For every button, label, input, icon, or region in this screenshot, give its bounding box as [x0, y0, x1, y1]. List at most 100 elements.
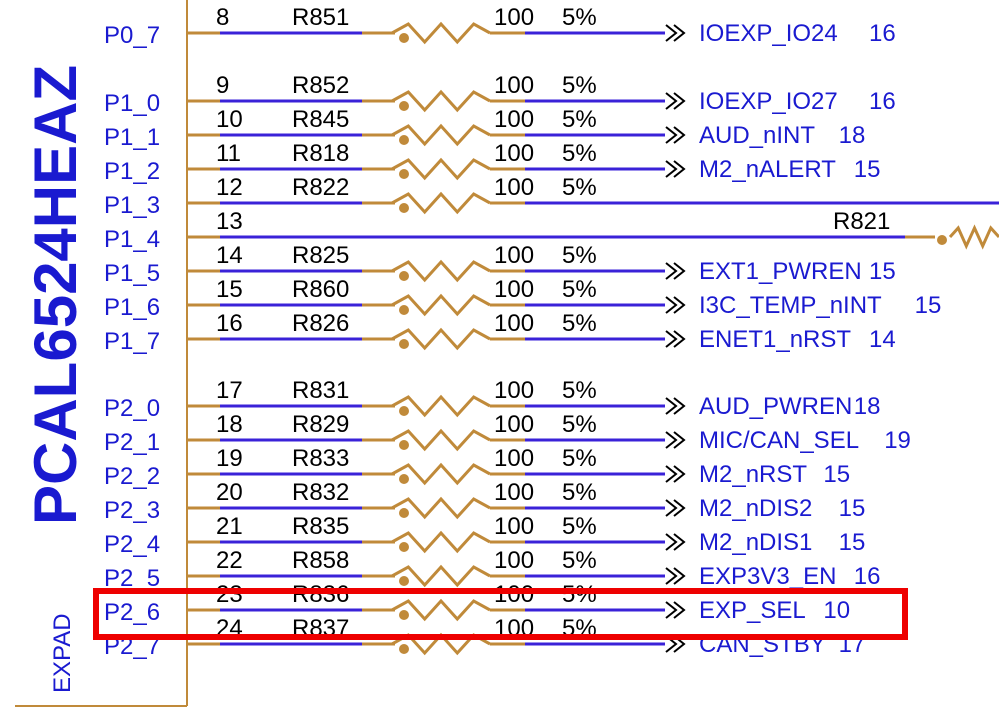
resistor-ref: R821 [833, 208, 890, 235]
resistor-value: 100 [494, 276, 534, 303]
off-page-connector [665, 262, 686, 280]
sheet-ref: 16 [869, 88, 896, 115]
resistor-tolerance: 5% [562, 411, 597, 438]
off-page-connector [665, 92, 686, 110]
sheet-ref: 15 [854, 156, 881, 183]
pin-number: 21 [216, 513, 243, 540]
resistor-symbol [948, 224, 999, 250]
resistor-tolerance: 5% [562, 106, 597, 133]
resistor-pin-dot [399, 339, 409, 349]
resistor-value: 100 [494, 310, 534, 337]
net-name: MIC/CAN_SEL [699, 427, 859, 454]
resistor-value: 100 [494, 513, 534, 540]
resistor-symbol [391, 89, 491, 113]
resistor-pin-dot [399, 542, 409, 552]
resistor-symbol [391, 598, 491, 622]
resistor-symbol [391, 496, 491, 520]
resistor-symbol [391, 530, 491, 554]
resistor-value: 100 [494, 547, 534, 574]
resistor-symbol [391, 462, 491, 486]
pin-number: 10 [216, 106, 243, 133]
net-name: AUD_nINT [699, 122, 815, 149]
net-name: EXP_SEL [699, 597, 806, 624]
resistor-tolerance: 5% [562, 276, 597, 303]
off-page-connector [665, 431, 686, 449]
resistor-value: 100 [494, 106, 534, 133]
resistor-ref: R852 [292, 72, 349, 99]
pin-label: P1_6 [104, 294, 160, 321]
pin-number: 22 [216, 547, 243, 574]
resistor-ref: R836 [292, 581, 349, 608]
sheet-ref: 15 [869, 258, 896, 285]
net-name: M2_nALERT [699, 156, 836, 183]
resistor-pin-dot [399, 101, 409, 111]
resistor-value: 100 [494, 174, 534, 201]
pin-label: P0_7 [104, 22, 160, 49]
net-name: M2_nDIS2 [699, 495, 812, 522]
net-name: IOEXP_IO24 [699, 20, 838, 47]
pin-number: 20 [216, 479, 243, 506]
resistor-symbol [391, 428, 491, 452]
pin-number: 15 [216, 276, 243, 303]
pin-number: 12 [216, 174, 243, 201]
resistor-tolerance: 5% [562, 581, 597, 608]
resistor-ref: R822 [292, 174, 349, 201]
pin-label: P2_6 [104, 599, 160, 626]
off-page-connector [665, 499, 686, 517]
pin-number: 19 [216, 445, 243, 472]
resistor-tolerance: 5% [562, 479, 597, 506]
pin-number: 9 [216, 72, 229, 99]
net-name: IOEXP_IO27 [699, 88, 838, 115]
resistor-tolerance: 5% [562, 4, 597, 31]
resistor-pin-dot [399, 271, 409, 281]
resistor-ref: R831 [292, 377, 349, 404]
resistor-pin-dot [399, 203, 409, 213]
resistor-pin-dot [399, 576, 409, 586]
pin-label: P1_2 [104, 158, 160, 185]
resistor-ref: R826 [292, 310, 349, 337]
resistor-tolerance: 5% [562, 547, 597, 574]
pin-number: 11 [216, 140, 241, 167]
resistor-symbol [391, 293, 491, 317]
off-page-connector [665, 296, 686, 314]
off-page-connector [665, 160, 686, 178]
resistor-pin-dot [399, 33, 409, 43]
resistor-symbol [391, 123, 491, 147]
resistor-symbol [391, 564, 491, 588]
component-section-label: EXPAD [49, 613, 76, 693]
pin-label: P1_7 [104, 328, 160, 355]
net-name: EXP3V3_EN [699, 563, 836, 590]
pin-number: 8 [216, 4, 229, 31]
resistor-ref: R829 [292, 411, 349, 438]
sheet-ref: 18 [854, 393, 881, 420]
pin-number: 17 [216, 377, 243, 404]
resistor-value: 100 [494, 479, 534, 506]
off-page-connector [665, 126, 686, 144]
resistor-ref: R851 [292, 4, 349, 31]
resistor-value: 100 [494, 72, 534, 99]
sheet-ref: 14 [869, 326, 896, 353]
resistor-tolerance: 5% [562, 310, 597, 337]
sheet-ref: 19 [884, 427, 911, 454]
sheet-ref: 15 [915, 292, 942, 319]
pin-label: P1_4 [104, 226, 160, 253]
resistor-pin-dot [399, 474, 409, 484]
net-name: M2_nDIS1 [699, 529, 812, 556]
resistor-ref: R845 [292, 106, 349, 133]
resistor-tolerance: 5% [562, 242, 597, 269]
resistor-ref: R825 [292, 242, 349, 269]
off-page-connector [665, 567, 686, 585]
net-name: M2_nRST [699, 461, 807, 488]
sheet-ref: 10 [823, 597, 850, 624]
pin-label: P2_3 [104, 497, 160, 524]
net-name: AUD_PWREN [699, 393, 852, 420]
highlight-box [93, 588, 908, 640]
resistor-tolerance: 5% [562, 174, 597, 201]
pin-number: 13 [216, 208, 243, 235]
sheet-ref: 16 [854, 563, 881, 590]
resistor-value: 100 [494, 445, 534, 472]
off-page-connector [665, 465, 686, 483]
pin-label: P2_1 [104, 429, 160, 456]
